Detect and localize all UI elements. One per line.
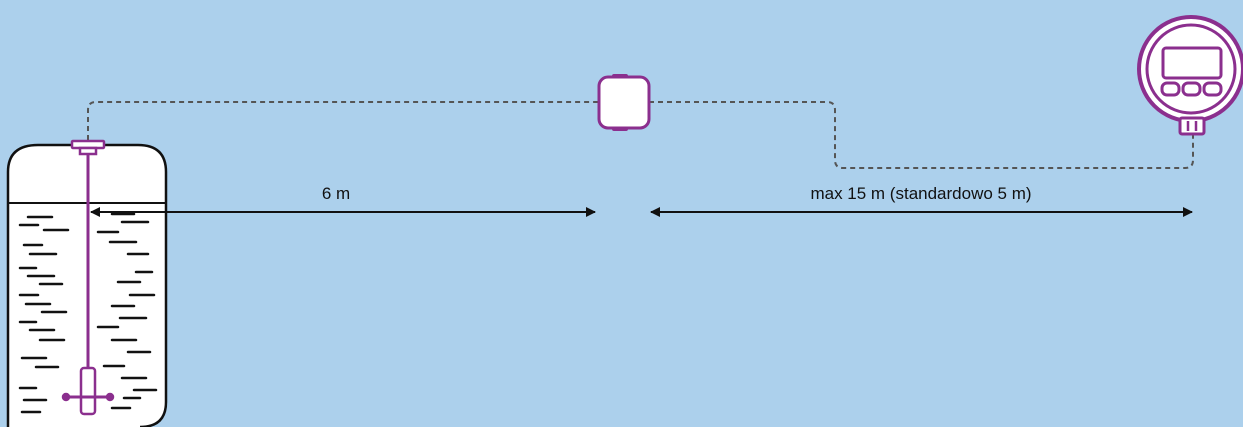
gauge-connector	[1178, 116, 1206, 136]
gauge-button-1	[1160, 81, 1181, 97]
junction-box	[597, 74, 651, 131]
gauge-screen	[1161, 46, 1223, 80]
gauge-button-3	[1202, 81, 1223, 97]
label-sensor-to-junction: 6 m	[322, 184, 350, 203]
display-gauge	[1137, 15, 1243, 136]
label-junction-to-display: max 15 m (standardowo 5 m)	[810, 184, 1031, 203]
gauge-button-2	[1181, 81, 1202, 97]
level-probe	[61, 139, 115, 416]
cable-dashed	[87, 101, 1194, 169]
